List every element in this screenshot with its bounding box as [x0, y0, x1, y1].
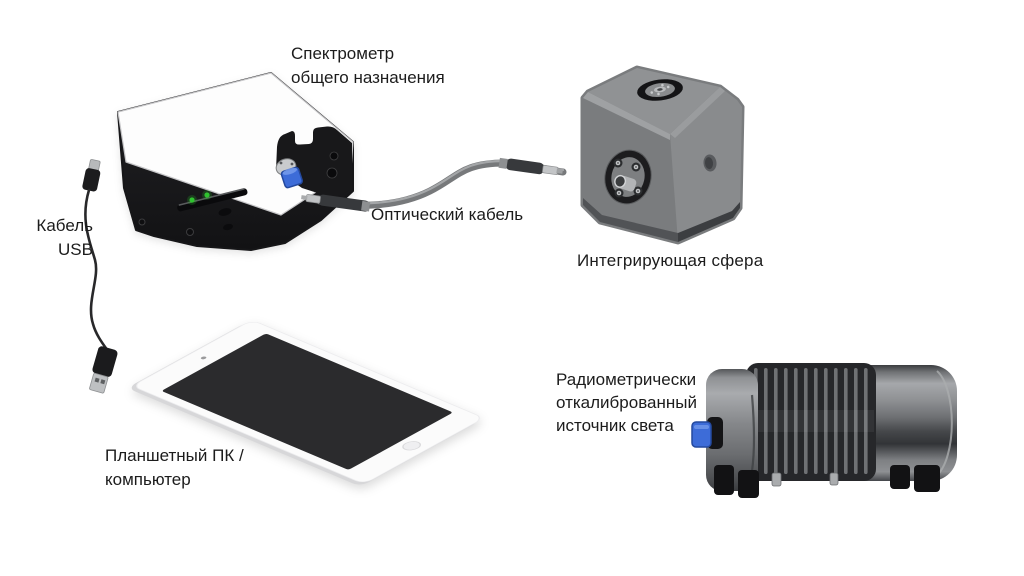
optical-cable-label-text: Оптический кабель [371, 205, 524, 224]
sphere-chamfer-left [583, 92, 670, 140]
sphere-bottom-right [678, 202, 740, 242]
sphere-top-face [588, 68, 720, 134]
sphere-top-port [637, 79, 683, 101]
light-source-label: Радиометрически откалиброванный источник… [556, 368, 697, 437]
mounting-pins [771, 472, 839, 487]
usb-cable-label-line2: USB [58, 240, 93, 259]
optical-cable-label: Оптический кабель [371, 203, 523, 227]
ferrule-right [498, 157, 563, 175]
tablet-label-line2: компьютер [105, 470, 191, 489]
usb-cable-wire [84, 188, 110, 353]
sphere-chamfer-right [670, 87, 725, 138]
sd-slot [177, 188, 248, 212]
usb-a-connector [89, 346, 118, 394]
integrating-sphere-label-text: Интегрирующая сфера [577, 251, 764, 270]
tablet-illustration [131, 321, 480, 485]
usb-cable-illustration [82, 159, 118, 394]
spectrometer-label-line1: Спектрометр [291, 44, 395, 63]
integrating-sphere-illustration [580, 65, 745, 245]
light-source-illustration [691, 363, 957, 498]
tablet-label: Планшетный ПК / компьютер [105, 444, 244, 492]
tablet-home-button [402, 441, 421, 451]
sphere-bottom-front [583, 198, 678, 242]
ferrule-left [301, 194, 371, 212]
cooling-fins [746, 363, 876, 481]
light-source-label-line1: Радиометрически [556, 370, 697, 389]
usb-cable-label: Кабель USB [14, 214, 93, 262]
tablet-camera [200, 356, 207, 360]
integrating-sphere-label: Интегрирующая сфера [577, 249, 763, 273]
fiber-port-blue [691, 417, 723, 449]
port-screws [613, 158, 643, 198]
tablet-screen [162, 334, 452, 470]
front-panel-details [138, 208, 233, 236]
light-source-front-cap [706, 369, 758, 491]
port-barrel [614, 174, 637, 192]
light-source-label-line3: источник света [556, 416, 674, 435]
optical-cable-illustration [301, 157, 567, 212]
usb-cable-label-line1: Кабель [36, 216, 93, 235]
sma-connector-blue [275, 158, 304, 189]
status-leds [187, 190, 212, 205]
sphere-front-port [604, 149, 652, 205]
tablet-label-line1: Планшетный ПК / [105, 446, 244, 465]
spectrometer-label: Спектрометр общего назначения [291, 42, 445, 90]
rubber-feet [714, 465, 940, 498]
spectrometer-illustration [117, 72, 354, 251]
light-source-label-line2: откалиброванный [556, 393, 697, 412]
micro-usb-connector [82, 159, 101, 192]
sphere-side-hole [703, 154, 717, 172]
spectrometer-label-line2: общего назначения [291, 68, 445, 87]
